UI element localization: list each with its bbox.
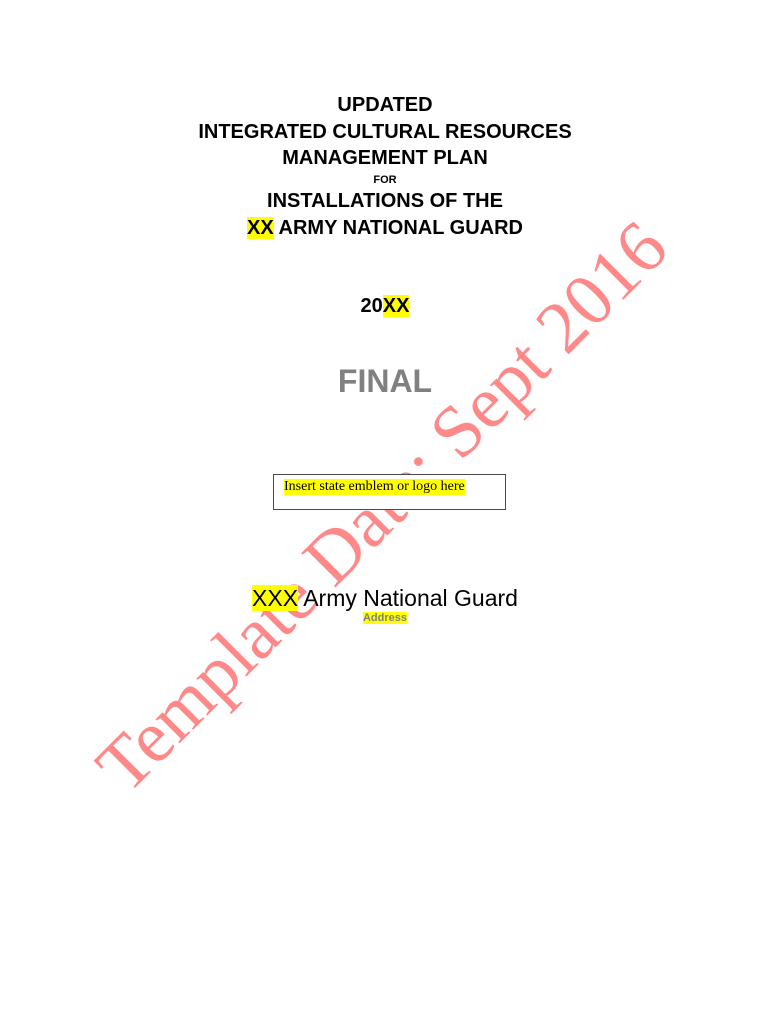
emblem-placeholder-text: Insert state emblem or logo here (284, 479, 465, 495)
emblem-placeholder-box[interactable]: Insert state emblem or logo here (273, 474, 506, 510)
for-label: FOR (373, 174, 397, 186)
year-prefix: 20 (360, 295, 383, 317)
guard-title-rest: ARMY NATIONAL GUARD (273, 217, 523, 239)
status-label: FINAL (337, 363, 433, 399)
address-placeholder: Address (362, 612, 408, 624)
org-placeholder: XXX (252, 585, 299, 611)
title-line-2: INTEGRATED CULTURAL RESOURCES (198, 121, 572, 143)
address-line: Address (0, 612, 770, 625)
year-line: 20XX (0, 294, 770, 318)
title-line-1: UPDATED (337, 94, 433, 116)
guard-title-line: XX ARMY NATIONAL GUARD (0, 215, 770, 241)
title-line-3: MANAGEMENT PLAN (282, 147, 488, 169)
org-name-line: XXX Army National Guard (0, 585, 770, 611)
installations-line: INSTALLATIONS OF THE (267, 190, 503, 212)
state-placeholder: XX (247, 217, 274, 239)
org-name-rest: Army National Guard (298, 585, 518, 611)
year-placeholder: XX (382, 295, 410, 317)
